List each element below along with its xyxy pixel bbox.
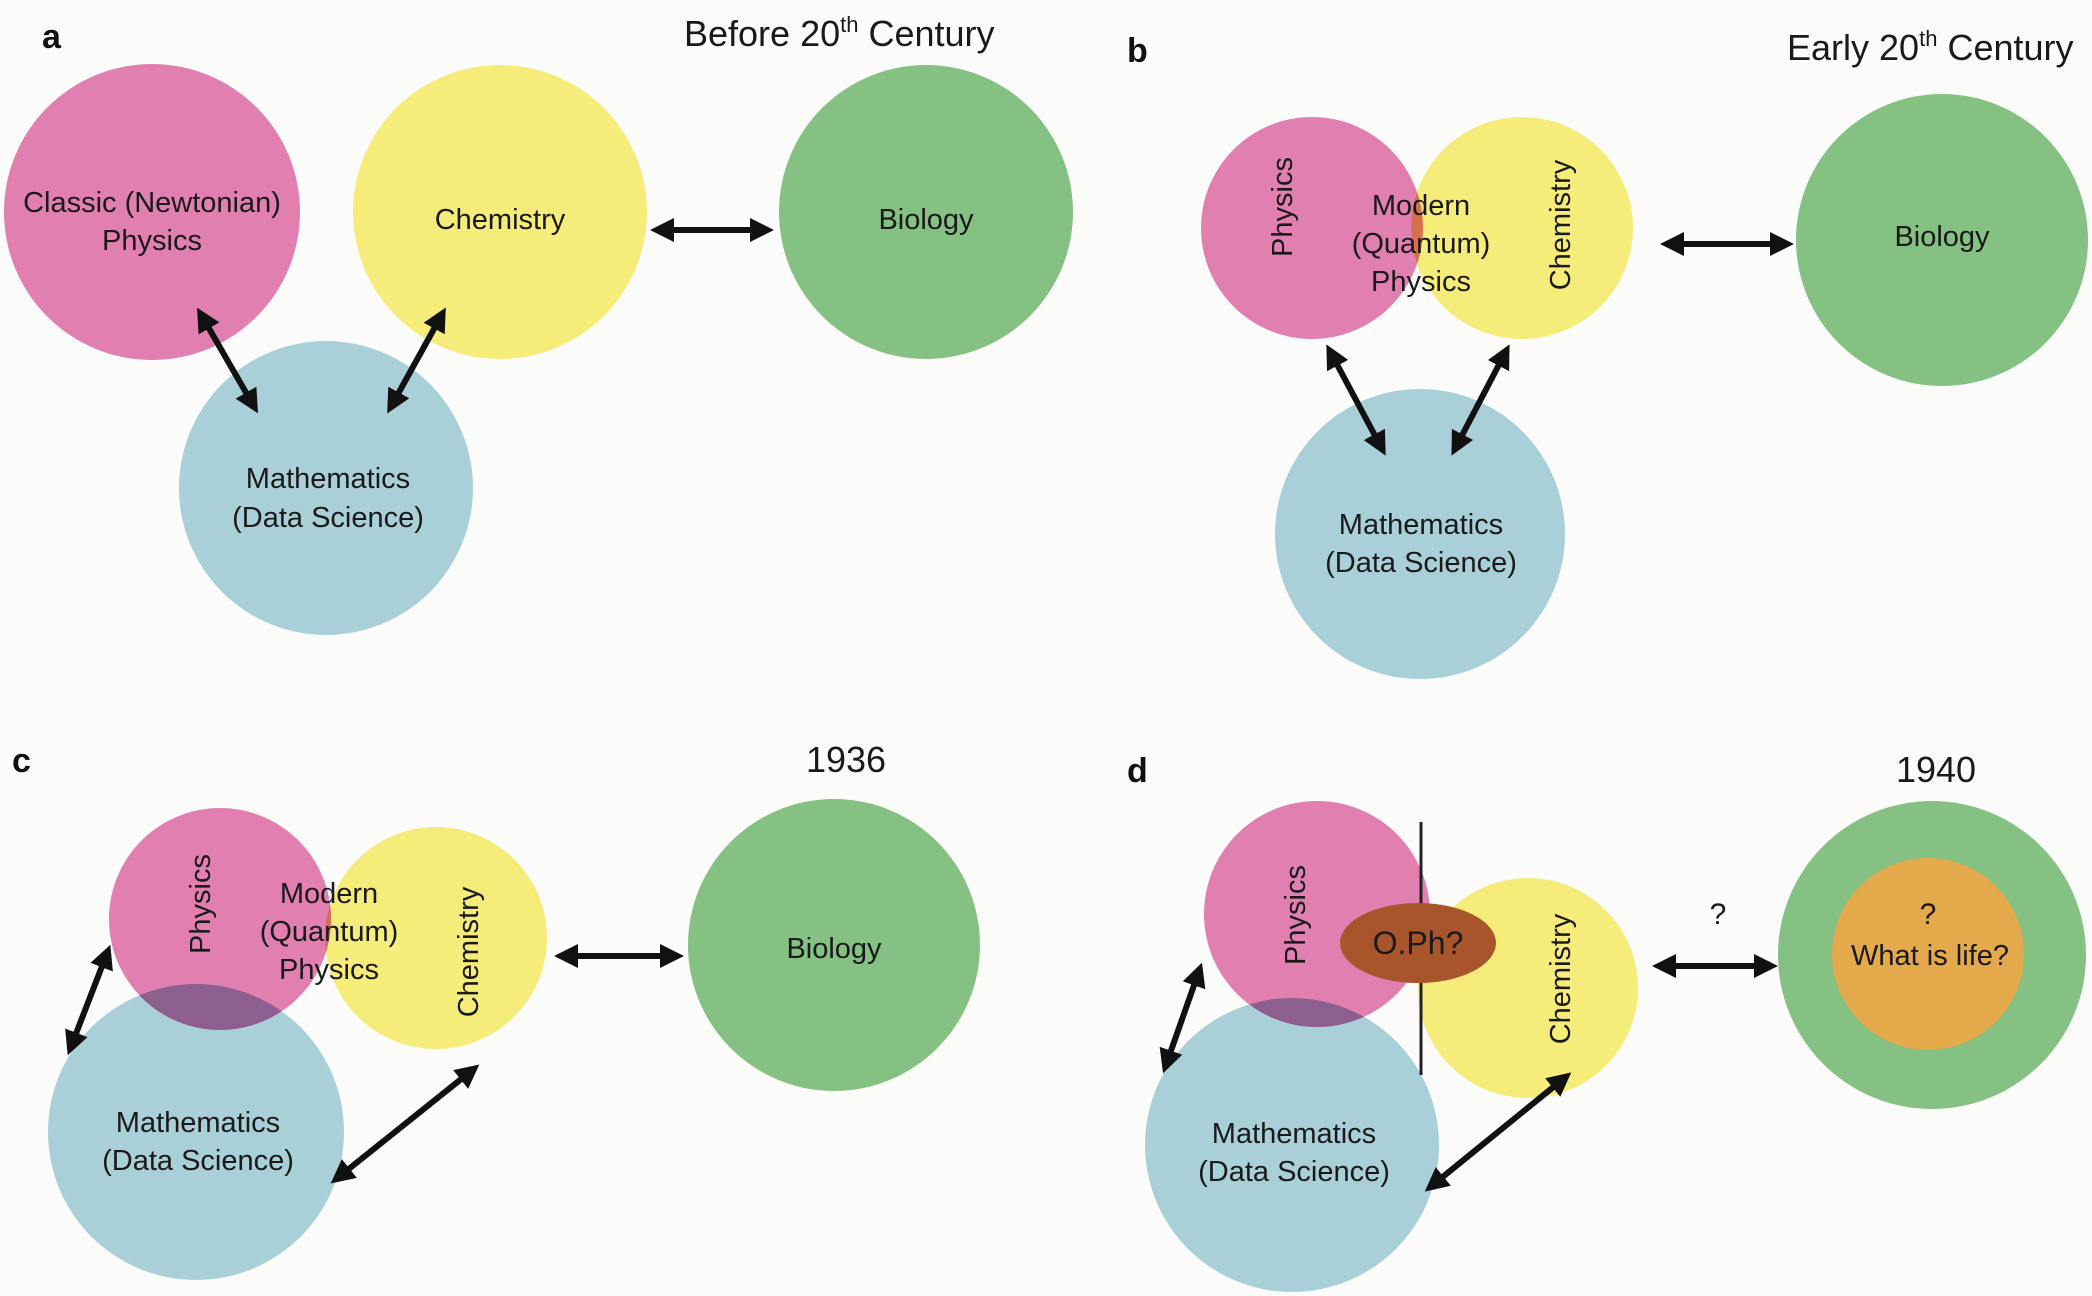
panel-d: d 1940 Physics Chemistry O.Ph? ? What is… [1127,749,2086,1292]
panel-a-math-label-2: (Data Science) [232,502,424,534]
panel-d-physics-label: Physics [1280,865,1312,965]
panel-d-era-title: 1940 [1896,749,1976,790]
panel-a-arrow-phys-math [197,307,258,414]
panel-a-chemistry-circle [353,65,647,359]
panel-a-arrow-chem-math [387,307,446,414]
panel-c-mathematics-circle [48,984,344,1280]
panel-c-biology-label: Biology [786,933,882,965]
panel-b-mathematics-circle [1275,389,1565,679]
panel-c-chemistry-label: Chemistry [453,886,485,1017]
panel-d-life-core [1832,858,2024,1050]
panel-d-arrow-question-mark: ? [1710,898,1727,931]
panel-d-arrow-chem-math [1424,1072,1572,1192]
panel-d-life-question-mark: ? [1920,898,1937,931]
panel-a-physics-label-1: Classic (Newtonian) [23,187,281,219]
panel-c-chemistry-circle [325,827,547,1049]
panel-b-chemistry-label: Chemistry [1545,159,1577,290]
panel-b-letter: b [1127,32,1148,70]
panel-b-chemistry-circle [1411,117,1633,339]
panel-c-letter: c [12,742,31,780]
panel-b: b Early 20th Century Physics Chemistry M… [1127,26,2088,679]
panel-a-biology-label: Biology [878,204,974,236]
panel-b-biology-label: Biology [1894,221,1990,253]
panel-b-math-label-2: (Data Science) [1325,547,1517,579]
panel-b-biology-circle [1796,94,2088,386]
panel-d-math-label-1: Mathematics [1212,1118,1376,1150]
panel-d-chemistry-label: Chemistry [1545,913,1577,1044]
panel-a-math-label-1: Mathematics [246,463,410,495]
panel-c-physics-circle [109,808,331,1030]
panel-b-overlap-label-2: (Quantum) [1352,228,1491,260]
panel-c-math-label-2: (Data Science) [102,1145,294,1177]
panel-d-life-label: What is life? [1851,940,2009,972]
panel-c: c 1936 Physics Chemistry Modern (Quantum… [12,739,980,1280]
panel-d-math-label-2: (Data Science) [1198,1156,1390,1188]
panel-a-mathematics-circle [179,341,473,635]
panel-d-oph-label: O.Ph? [1373,925,1464,961]
panel-d-oph-ellipse [1340,903,1496,983]
panel-c-arrow-phys-math [65,944,113,1056]
panel-c-biology-circle [688,799,980,1091]
panel-c-math-label-1: Mathematics [116,1107,280,1139]
panel-b-overlap-label-3: Physics [1371,266,1471,298]
panel-b-math-label-1: Mathematics [1339,509,1503,541]
panel-a-biology-circle [779,65,1073,359]
panel-b-overlap-label-1: Modern [1372,190,1470,222]
panel-c-overlap-label-3: Physics [279,954,379,986]
panel-a-era-title: Before 20th Century [684,12,995,54]
panel-b-physics-circle [1201,117,1423,339]
panel-b-physics-label: Physics [1267,157,1299,257]
panel-a-letter: a [42,18,62,56]
panel-c-arrow-chem-math [330,1064,480,1184]
panel-d-letter: d [1127,752,1148,790]
panel-c-overlap-label-2: (Quantum) [260,916,399,948]
panel-c-physics-label: Physics [185,854,217,954]
panel-a-physics-label-2: Physics [102,225,202,257]
panel-b-arrow-chem-math [1451,344,1510,456]
panel-a: a Before 20th Century Classic (Newtonian… [4,12,1073,635]
panel-a-physics-circle [4,64,300,360]
panel-b-arrow-phys-math [1326,344,1386,456]
panel-d-arrow-phys-math [1159,962,1206,1074]
panel-b-era-title: Early 20th Century [1787,26,2074,68]
panel-c-era-title: 1936 [806,739,886,780]
panel-a-chemistry-label: Chemistry [435,204,566,236]
panel-d-mathematics-circle [1145,998,1439,1292]
panel-c-overlap-label-1: Modern [280,878,378,910]
